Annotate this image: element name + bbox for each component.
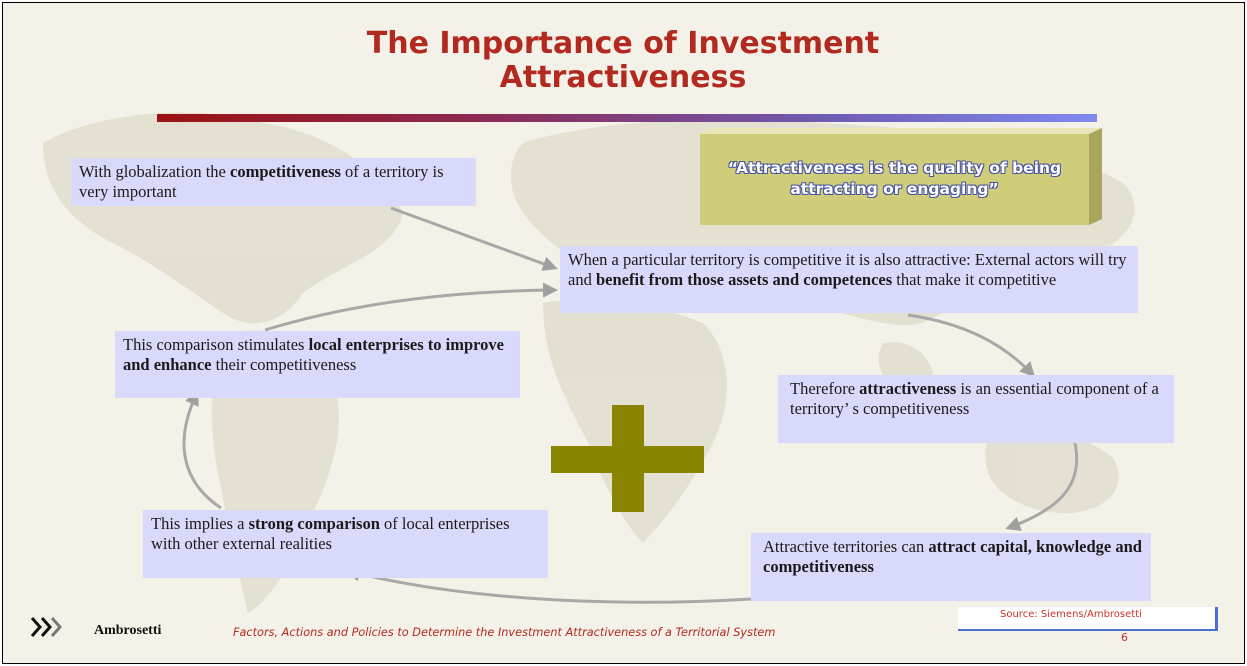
arrow-stimulates-to-competitive: [264, 282, 558, 332]
slide-title: The Importance of Investment Attractiven…: [366, 26, 880, 95]
arrow-attract-to-implies: [345, 566, 752, 604]
source-box: [958, 607, 1218, 631]
title-underline: [157, 114, 1097, 122]
quote-box: “Attractiveness is the quality of being …: [700, 134, 1089, 225]
plus-icon-horizontal: [551, 446, 704, 473]
box-implies: This implies a strong comparison of loca…: [143, 510, 548, 578]
box-globalization: With globalization the competitiveness o…: [71, 158, 476, 206]
plus-icon: [551, 405, 704, 512]
box-competitive: When a particular territory is competiti…: [560, 246, 1138, 313]
footer-caption: Factors, Actions and Policies to Determi…: [233, 626, 776, 639]
box-stimulates: This comparison stimulates local enterpr…: [115, 331, 520, 398]
arrow-competitive-to-therefore: [907, 313, 1036, 378]
ambrosetti-logo-text: Ambrosetti: [94, 623, 162, 638]
cycle-arrows: [182, 206, 1079, 604]
quote-box-3d: [700, 128, 1102, 225]
arrow-globalization-to-competitive: [390, 206, 558, 271]
box-therefore: Therefore attractiveness is an essential…: [778, 375, 1174, 443]
arrow-therefore-to-attract: [1005, 442, 1079, 531]
page-number: 6: [1121, 631, 1128, 644]
arrow-implies-to-stimulates: [182, 390, 222, 510]
source-text: Source: Siemens/Ambrosetti: [1000, 609, 1142, 620]
quote-text: “Attractiveness is the quality of being …: [727, 159, 1062, 198]
ambrosetti-logo-icon: [30, 617, 63, 637]
box-attract: Attractive territories can attract capit…: [751, 533, 1151, 601]
